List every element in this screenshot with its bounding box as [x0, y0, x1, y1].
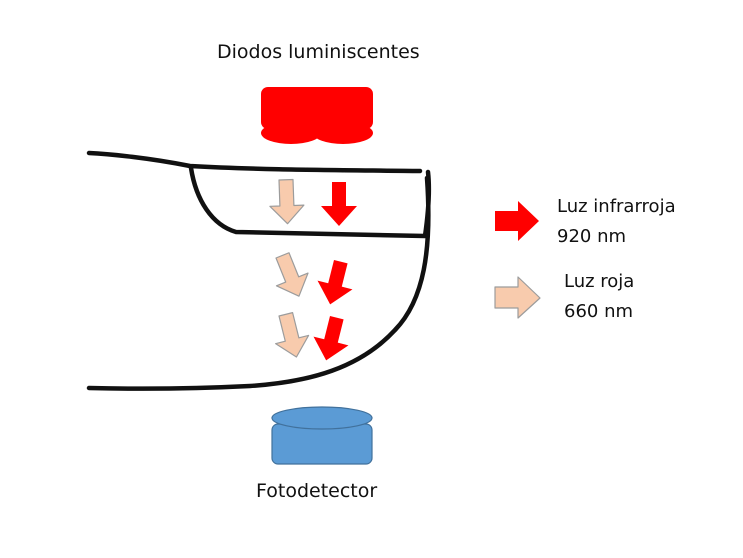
infrared-arrow-3	[313, 316, 349, 361]
legend-red-wavelength: 660 nm	[564, 301, 634, 322]
photodetector-icon	[271, 406, 373, 465]
legend-infrared-wavelength: 920 nm	[557, 226, 627, 247]
legend-red-name: Luz roja	[564, 271, 635, 292]
finger-top-edge	[86, 150, 423, 174]
legend-infrared-name: Luz infrarroja	[557, 196, 676, 217]
fingertip-curve	[86, 175, 431, 391]
red-light-arrows	[269, 178, 310, 358]
red-light-arrow-2	[275, 252, 309, 297]
infrared-arrow-1	[321, 182, 357, 226]
legend-infrared-arrow-icon	[495, 201, 539, 241]
fingernail-outline	[188, 165, 432, 239]
detector-label: Fotodetector	[256, 480, 378, 502]
red-light-arrow-1	[269, 178, 305, 225]
finger-outline-icon	[86, 150, 432, 391]
led-diodes-icon	[261, 87, 373, 144]
infrared-arrow-2	[317, 260, 353, 305]
red-light-arrow-3	[274, 312, 310, 358]
emitter-label: Diodos luminiscentes	[217, 41, 420, 63]
legend-red-light-arrow-icon	[494, 276, 541, 319]
infrared-arrows	[313, 182, 357, 361]
